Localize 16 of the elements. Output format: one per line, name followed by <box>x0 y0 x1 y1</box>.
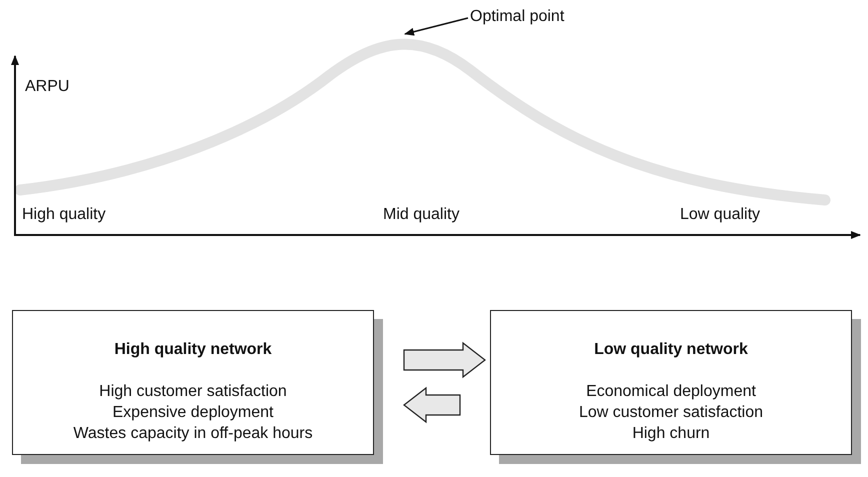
block-arrow <box>403 342 486 378</box>
box-text: Wastes capacity in off-peak hours <box>72 424 314 444</box>
axis-tick-label: High quality <box>22 206 106 224</box>
box-text: High churn <box>631 424 711 444</box>
block-arrow <box>403 386 461 424</box>
box-text: Low customer satisfaction <box>578 403 764 423</box>
leader-arrow <box>404 17 468 36</box>
axis-label: ARPU <box>25 78 70 96</box>
axis-tick-label: Low quality <box>680 206 760 224</box>
box-heading: High quality network <box>113 341 273 359</box>
box-text: High customer satisfaction <box>98 382 288 402</box>
box-text: Expensive deployment <box>112 403 274 423</box>
callout-text: Optimal point <box>470 8 564 26</box>
axis-tick-label: Mid quality <box>383 206 460 224</box>
box-text: Economical deployment <box>585 382 757 402</box>
box-heading: Low quality network <box>593 341 749 359</box>
